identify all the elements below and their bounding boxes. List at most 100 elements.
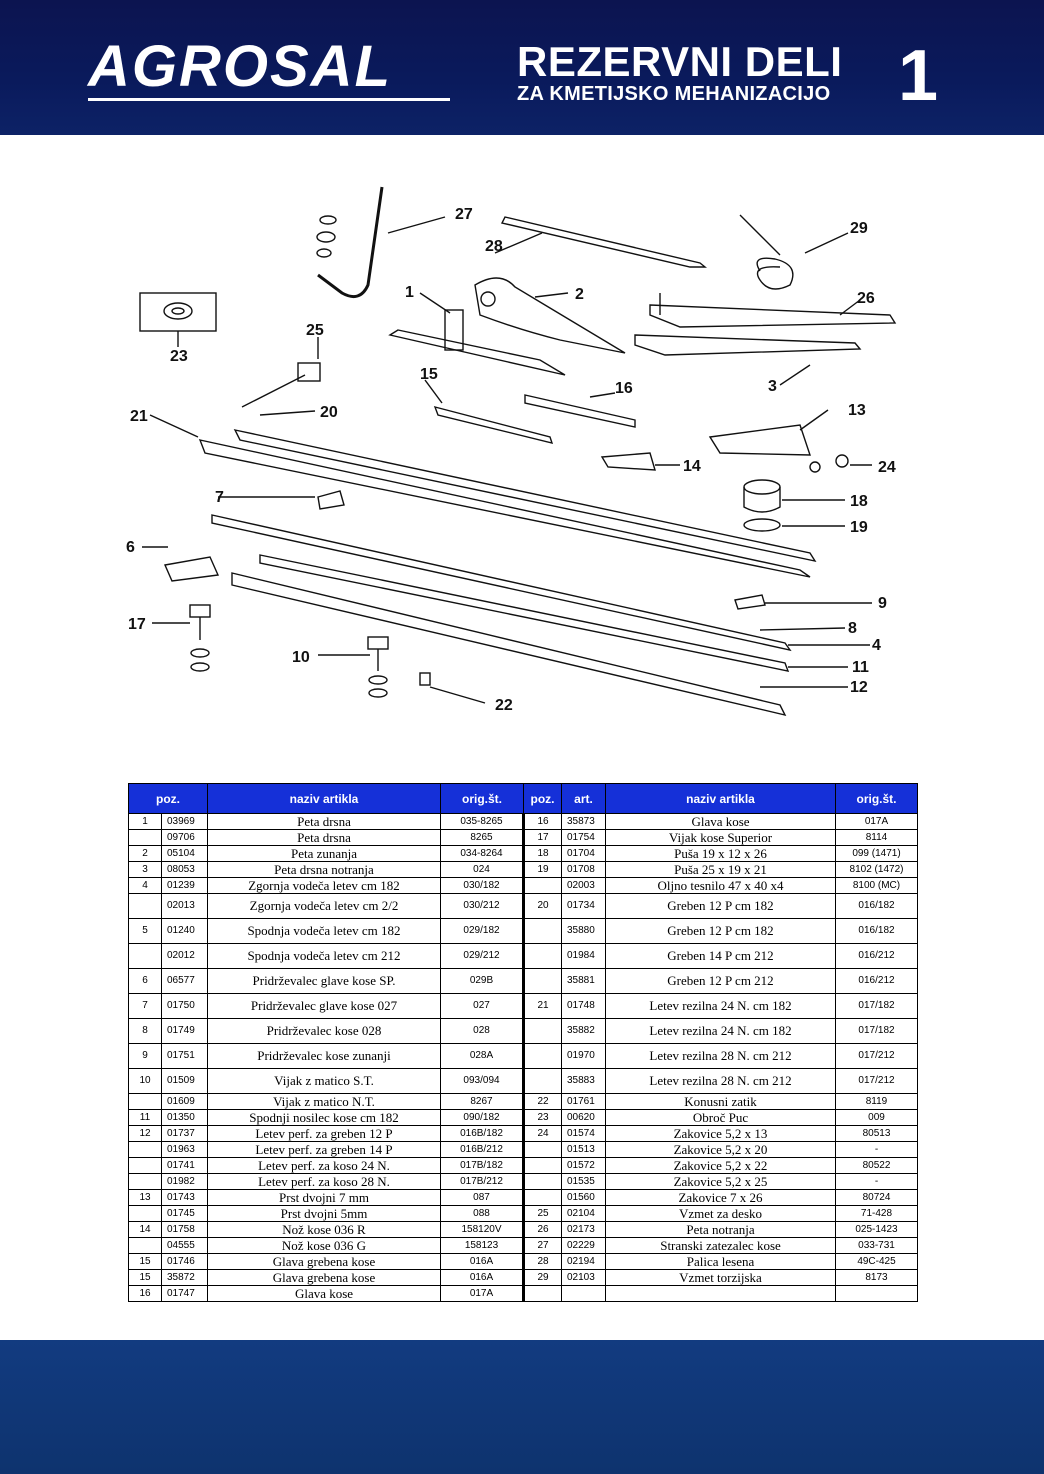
cell-name: Spodnja vodeča letev cm 182 xyxy=(207,918,441,944)
label-16: 16 xyxy=(615,380,633,397)
cell-name-2: Glava kose xyxy=(605,813,836,830)
label-9: 9 xyxy=(878,595,887,612)
cell-orig-2: - xyxy=(835,1173,918,1190)
cell-art: 35880 xyxy=(561,918,606,944)
cell-name: Glava grebena kose xyxy=(207,1269,441,1286)
label-1: 1 xyxy=(405,284,414,301)
exploded-parts-diagram: 27 28 29 23 25 1 2 26 3 21 20 15 16 13 1… xyxy=(120,175,920,755)
cell-art: 02103 xyxy=(561,1269,606,1286)
cell-poz-2: 28 xyxy=(522,1253,562,1270)
cell-code: 01240 xyxy=(161,918,208,944)
label-26: 26 xyxy=(857,290,875,307)
cell-name-2 xyxy=(605,1285,836,1302)
label-13: 13 xyxy=(848,402,866,419)
cell-art: 01574 xyxy=(561,1125,606,1142)
cell-art: 01704 xyxy=(561,845,606,862)
cell-name: Letev perf. za koso 28 N. xyxy=(207,1173,441,1190)
cell-code: 01741 xyxy=(161,1157,208,1174)
cell-code: 01747 xyxy=(161,1285,208,1302)
cell-art: 35881 xyxy=(561,968,606,994)
cell-code: 01982 xyxy=(161,1173,208,1190)
cell-name: Nož kose 036 R xyxy=(207,1221,441,1238)
cell-art: 01734 xyxy=(561,893,606,919)
cell-orig: 016B/182 xyxy=(440,1125,524,1142)
cell-code: 01750 xyxy=(161,993,208,1019)
cell-poz: 6 xyxy=(128,968,162,994)
cell-name: Prst dvojni 7 mm xyxy=(207,1189,441,1206)
cell-code: 02013 xyxy=(161,893,208,919)
label-4: 4 xyxy=(872,637,881,654)
cell-name-2: Zakovice 7 x 26 xyxy=(605,1189,836,1206)
label-12: 12 xyxy=(850,679,868,696)
cell-name-2: Zakovice 5,2 x 25 xyxy=(605,1173,836,1190)
cell-code: 01350 xyxy=(161,1109,208,1126)
label-29: 29 xyxy=(850,220,868,237)
page-subtitle: ZA KMETIJSKO MEHANIZACIJO xyxy=(517,83,831,105)
cell-orig-2: 016/212 xyxy=(835,943,918,969)
cell-orig: 034-8264 xyxy=(440,845,524,862)
cell-orig: 028A xyxy=(440,1043,524,1069)
logo-underline xyxy=(88,98,450,101)
cell-orig: 035-8265 xyxy=(440,813,524,830)
cell-poz xyxy=(128,1173,162,1190)
cell-code: 02012 xyxy=(161,943,208,969)
cell-orig-2: 8102 (1472) xyxy=(835,861,918,878)
cell-name: Letev perf. za greben 14 P xyxy=(207,1141,441,1158)
cell-poz xyxy=(128,1205,162,1222)
cell-orig-2: 016/182 xyxy=(835,893,918,919)
cell-orig: 158120V xyxy=(440,1221,524,1238)
cell-orig-2: 017A xyxy=(835,813,918,830)
cell-poz: 5 xyxy=(128,918,162,944)
label-15: 15 xyxy=(420,366,438,383)
label-28: 28 xyxy=(485,238,503,255)
cell-art: 01984 xyxy=(561,943,606,969)
cell-orig: 8267 xyxy=(440,1093,524,1110)
cell-name: Vijak z matico N.T. xyxy=(207,1093,441,1110)
cell-art: 35882 xyxy=(561,1018,606,1044)
cell-orig: 016B/212 xyxy=(440,1141,524,1158)
label-21: 21 xyxy=(130,408,148,425)
cell-orig-2: 017/212 xyxy=(835,1068,918,1094)
cell-poz-2: 26 xyxy=(522,1221,562,1238)
cell-art: 02194 xyxy=(561,1253,606,1270)
cell-code: 01509 xyxy=(161,1068,208,1094)
cell-orig: 028 xyxy=(440,1018,524,1044)
label-2: 2 xyxy=(575,286,584,303)
cell-art: 35883 xyxy=(561,1068,606,1094)
cell-orig: 017A xyxy=(440,1285,524,1302)
cell-orig: 029B xyxy=(440,968,524,994)
cell-name-2: Stranski zatezalec kose xyxy=(605,1237,836,1254)
cell-orig: 016A xyxy=(440,1253,524,1270)
cell-poz xyxy=(128,1141,162,1158)
cell-name-2: Greben 12 P cm 182 xyxy=(605,918,836,944)
cell-name-2: Vijak kose Superior xyxy=(605,829,836,846)
cell-poz: 14 xyxy=(128,1221,162,1238)
cell-poz-2 xyxy=(522,1018,562,1044)
cell-name: Vijak z matico S.T. xyxy=(207,1068,441,1094)
cell-orig-2: 017/182 xyxy=(835,993,918,1019)
cell-orig-2: 71-428 xyxy=(835,1205,918,1222)
cell-art: 01761 xyxy=(561,1093,606,1110)
label-11: 11 xyxy=(852,659,869,676)
cell-name-2: Konusni zatik xyxy=(605,1093,836,1110)
label-22: 22 xyxy=(495,697,513,714)
cell-poz-2 xyxy=(522,1141,562,1158)
cell-orig: 087 xyxy=(440,1189,524,1206)
cell-orig-2: 8173 xyxy=(835,1269,918,1286)
cell-orig-2: 017/182 xyxy=(835,1018,918,1044)
cell-poz-2 xyxy=(522,1068,562,1094)
cell-code: 01751 xyxy=(161,1043,208,1069)
cell-art: 01513 xyxy=(561,1141,606,1158)
cell-name: Zgornja vodeča letev cm 2/2 xyxy=(207,893,441,919)
cell-name: Letev perf. za koso 24 N. xyxy=(207,1157,441,1174)
cell-name: Prst dvojni 5mm xyxy=(207,1205,441,1222)
cell-code: 03969 xyxy=(161,813,208,830)
cell-orig: 030/212 xyxy=(440,893,524,919)
cell-orig: 030/182 xyxy=(440,877,524,894)
